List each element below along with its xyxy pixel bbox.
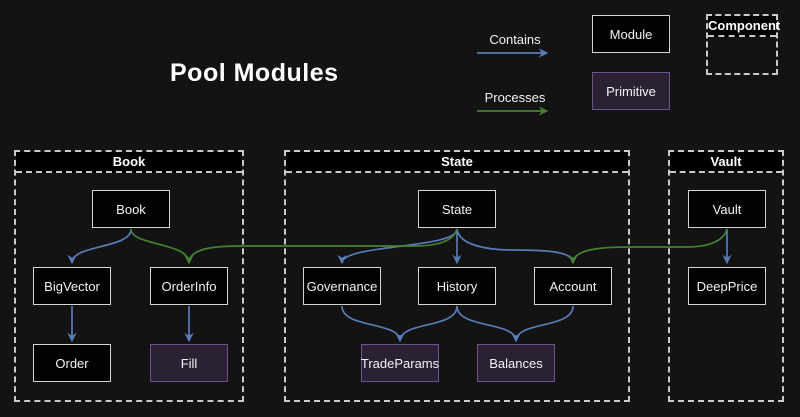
page-title: Pool Modules	[170, 59, 339, 87]
node-book-label: Book	[116, 201, 146, 217]
legend-module-label: Module	[609, 26, 653, 42]
legend-processes-label: Processes	[484, 90, 546, 105]
node-deepprice-label: DeepPrice	[696, 278, 758, 294]
node-account: Account	[534, 267, 612, 305]
legend-component-box: Component	[706, 14, 780, 75]
container-state: State	[284, 150, 630, 402]
node-vault-label: Vault	[712, 201, 742, 217]
node-order-label: Order	[55, 355, 89, 371]
node-fill-label: Fill	[180, 355, 198, 371]
node-account-label: Account	[549, 278, 597, 294]
container-book: Book	[14, 150, 244, 402]
node-deepprice: DeepPrice	[688, 267, 766, 305]
node-bigvector: BigVector	[33, 267, 111, 305]
legend-primitive-label: Primitive	[606, 83, 656, 99]
node-tradeparams: TradeParams	[361, 344, 439, 382]
node-orderinfo-label: OrderInfo	[161, 278, 217, 294]
node-state: State	[418, 190, 496, 228]
node-fill: Fill	[150, 344, 228, 382]
legend-component-label: Component	[708, 16, 780, 37]
node-orderinfo: OrderInfo	[150, 267, 228, 305]
node-vault: Vault	[688, 190, 766, 228]
node-order: Order	[33, 344, 111, 382]
node-balances-label: Balances	[489, 355, 543, 371]
node-governance: Governance	[303, 267, 381, 305]
container-vault: Vault	[668, 150, 784, 402]
node-state-label: State	[441, 201, 473, 217]
node-history: History	[418, 267, 496, 305]
container-book-header: Book	[16, 152, 242, 173]
container-state-header: State	[286, 152, 628, 173]
container-vault-header: Vault	[670, 152, 782, 173]
node-history-label: History	[436, 278, 478, 294]
legend-contains-label: Contains	[489, 32, 541, 47]
legend-module-box: Module	[592, 15, 670, 53]
node-bigvector-label: BigVector	[44, 278, 100, 294]
node-book: Book	[92, 190, 170, 228]
legend-primitive-box: Primitive	[592, 72, 670, 110]
node-balances: Balances	[477, 344, 555, 382]
node-governance-label: Governance	[306, 278, 378, 294]
node-tradeparams-label: TradeParams	[360, 355, 440, 371]
